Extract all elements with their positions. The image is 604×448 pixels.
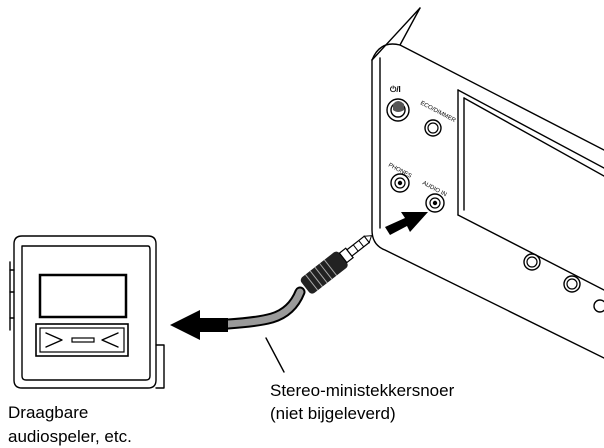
main-unit: ⏻/I ECO/DIMMER PHONES AUDIO IN xyxy=(371,7,604,359)
knob-icon xyxy=(523,253,541,271)
knob-icon xyxy=(563,275,581,293)
eco-button-icon xyxy=(424,119,442,137)
player-label-line1: Draagbare xyxy=(8,403,88,422)
phones-jack-icon xyxy=(390,173,410,193)
knob-icon xyxy=(593,299,604,313)
arrow-to-audio-in-icon xyxy=(385,212,428,235)
portable-audio-player-icon xyxy=(9,235,165,389)
stereo-mini-plug-icon xyxy=(222,235,373,330)
cable-label-leader xyxy=(265,337,285,373)
cable-label-line2: (niet bijgeleverd) xyxy=(270,404,396,423)
eco-dimmer-label: ECO/DIMMER xyxy=(419,100,457,124)
power-label: ⏻/I xyxy=(390,85,401,94)
arrow-to-player-icon xyxy=(170,310,228,340)
audio-in-jack-icon xyxy=(425,193,445,213)
cable-label-line1: Stereo-ministekkersnoer xyxy=(270,381,455,400)
player-label-line2: audiospeler, etc. xyxy=(8,427,132,446)
power-button-icon xyxy=(386,98,410,122)
